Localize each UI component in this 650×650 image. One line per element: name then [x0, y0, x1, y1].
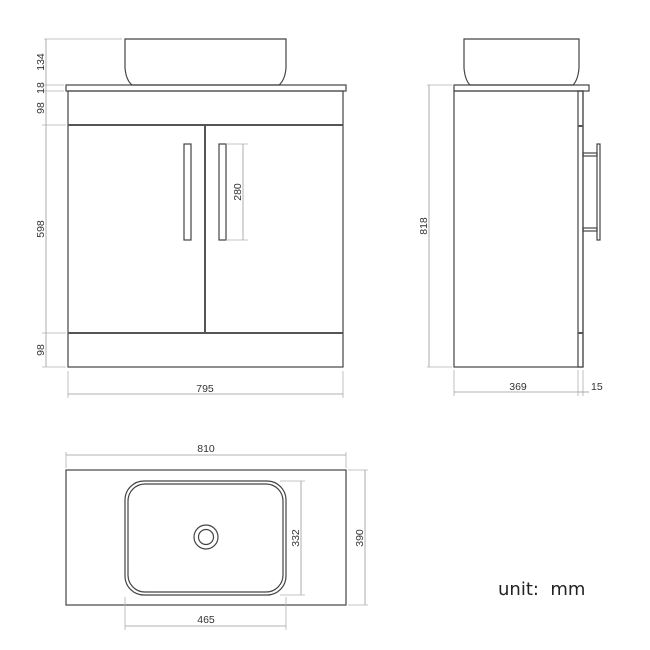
side-view: 818 369 15 — [418, 38, 603, 396]
top-basin-inner — [127, 483, 284, 593]
side-handle-post-bottom — [582, 227, 598, 232]
unit-label: unit: mm — [498, 579, 585, 600]
waste-outlet-inner — [197, 528, 215, 546]
side-door-edge — [577, 90, 584, 368]
dim-basin-width: 465 — [197, 614, 215, 626]
top-view: 810 390 332 465 — [65, 443, 368, 630]
side-basin — [463, 38, 580, 86]
dim-worktop-width: 810 — [197, 443, 215, 455]
dim-cabinet-width: 795 — [196, 383, 214, 395]
front-cabinet-body — [67, 90, 344, 368]
waste-outlet-outer — [193, 524, 219, 550]
dim-handle-length: 280 — [232, 183, 244, 201]
front-basin — [124, 38, 287, 86]
front-worktop — [65, 84, 347, 92]
dim-basin-depth: 332 — [290, 529, 302, 547]
side-handle-post-top — [582, 152, 598, 157]
dim-worktop-thickness: 18 — [35, 82, 47, 94]
dim-plinth: 98 — [35, 344, 47, 356]
side-worktop — [453, 84, 590, 92]
dim-total-height: 818 — [418, 217, 430, 235]
dim-worktop-depth: 390 — [354, 529, 366, 547]
dim-door-height: 598 — [35, 220, 47, 238]
left-door-handle — [183, 143, 192, 241]
right-door-handle — [218, 143, 227, 241]
dim-basin-height: 134 — [35, 53, 47, 71]
dim-cabinet-depth: 369 — [509, 381, 527, 393]
top-basin-outer — [124, 480, 287, 596]
top-worktop-outline — [65, 469, 347, 606]
side-cabinet-body — [453, 90, 584, 368]
dim-top-rail: 98 — [35, 102, 47, 114]
front-view: 280 134 18 98 598 98 795 — [35, 38, 347, 398]
dim-door-thickness: 15 — [591, 381, 603, 393]
side-handle-bar — [596, 143, 601, 241]
